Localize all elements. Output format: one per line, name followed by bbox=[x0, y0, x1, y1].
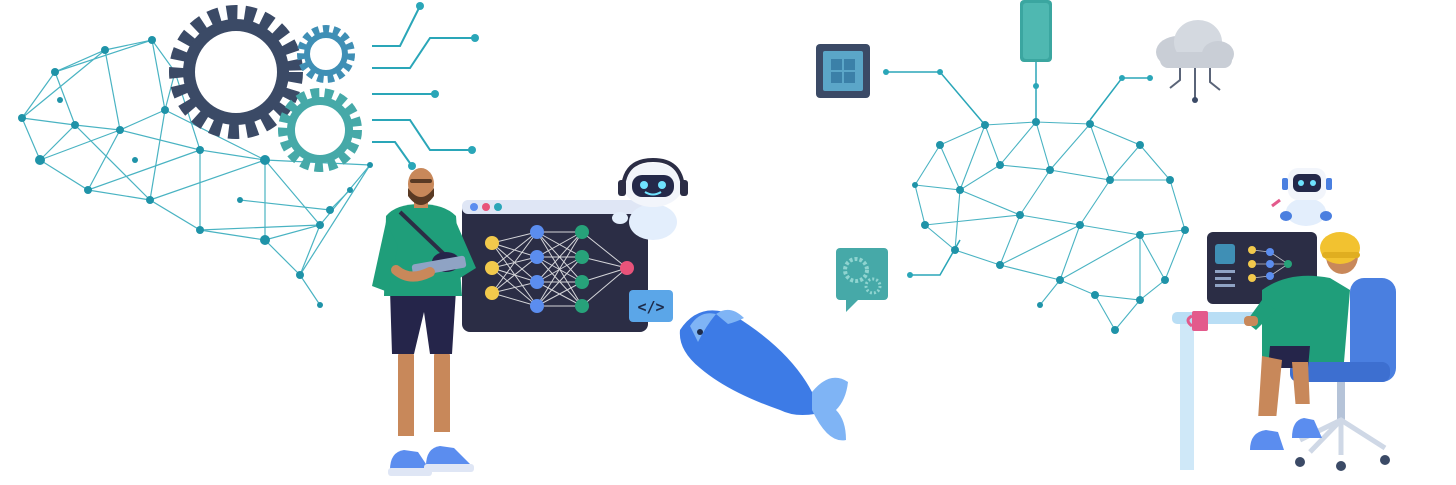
brain-network-icon-right bbox=[912, 118, 1189, 334]
chip-icon bbox=[816, 44, 870, 98]
gear-icon-small-blue bbox=[297, 25, 355, 83]
office-chair-icon bbox=[1290, 278, 1396, 471]
code-icon: </> bbox=[629, 290, 673, 322]
robot-icon bbox=[612, 157, 688, 240]
mug-icon bbox=[1186, 311, 1208, 331]
code-tag-label: </> bbox=[637, 298, 664, 316]
gear-icon bbox=[169, 5, 303, 139]
neural-network-icon bbox=[462, 200, 648, 332]
circuit-lines bbox=[372, 5, 475, 167]
cloud-icon bbox=[1156, 20, 1234, 103]
fish-icon bbox=[679, 309, 848, 441]
gear-icon-teal bbox=[278, 88, 362, 172]
man-with-tablet bbox=[372, 168, 476, 476]
settings-bubble-icon bbox=[836, 248, 888, 312]
robot-icon-right bbox=[1271, 168, 1332, 226]
phone-icon bbox=[1020, 0, 1052, 62]
seated-person bbox=[1244, 232, 1360, 450]
